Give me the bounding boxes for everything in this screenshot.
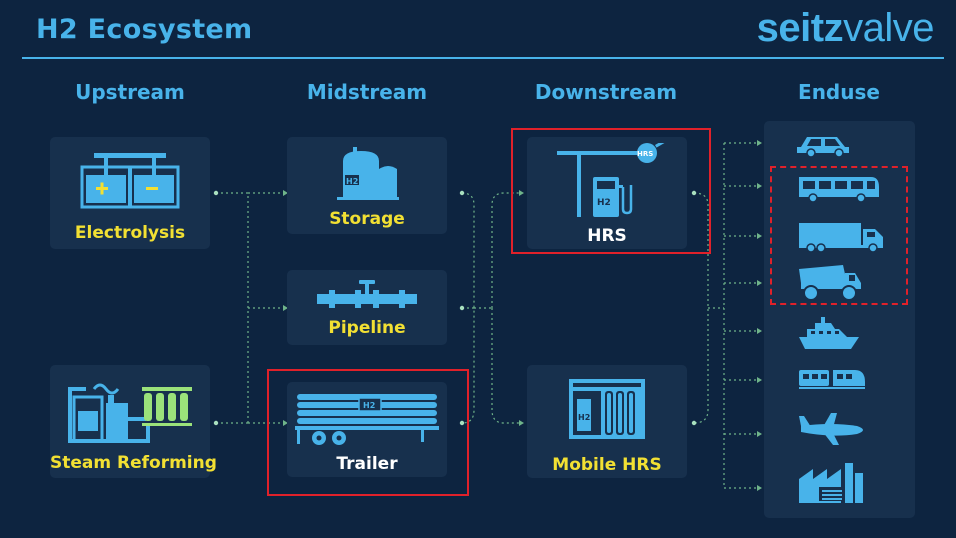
truck-icon (799, 223, 883, 253)
pipeline-icon (317, 280, 417, 308)
trailer-h2-text: H2 (363, 401, 375, 410)
hrs-sign-text: HRS (637, 150, 653, 158)
logo-bold-text: seitz (756, 6, 844, 50)
airplane-icon (799, 413, 863, 445)
node-storage: H2 Storage (287, 137, 447, 234)
storage-h2-text: H2 (346, 177, 358, 186)
title-divider (22, 57, 944, 59)
node-pipeline: Pipeline (287, 270, 447, 345)
column-header-downstream: Downstream (534, 80, 678, 104)
page-title: H2 Ecosystem (36, 14, 253, 45)
node-hrs: HRS H2 HRS (527, 137, 687, 249)
steam-reformer-icon (68, 383, 192, 443)
dump-truck-icon (799, 265, 861, 301)
hydrogen-refueling-station-icon: HRS H2 (557, 143, 667, 217)
car-icon (797, 137, 849, 157)
mobile-hrs-container-icon: H2 (569, 379, 645, 439)
node-label-electrolysis: Electrolysis (74, 223, 186, 243)
ship-icon (799, 317, 859, 349)
node-label-hrs: HRS (587, 226, 627, 246)
node-trailer: H2 Trailer (287, 382, 447, 477)
column-header-midstream: Midstream (306, 80, 428, 104)
logo-light-text: valve (843, 6, 934, 50)
node-label-pipeline: Pipeline (328, 318, 406, 338)
highlight-frame-hrs (511, 128, 711, 254)
highlight-frame-road-vehicles (770, 166, 908, 305)
factory-icon (799, 463, 863, 503)
node-electrolysis: Electrolysis (50, 137, 210, 249)
bus-icon (799, 177, 879, 203)
hrs-dispenser-h2-text: H2 (597, 198, 611, 208)
electrolysis-icon (80, 153, 180, 209)
train-icon (799, 370, 865, 389)
node-label-mobile-hrs: Mobile HRS (552, 455, 662, 475)
column-header-enduse: Enduse (798, 80, 880, 104)
node-label-trailer: Trailer (336, 454, 398, 474)
enduse-panel (764, 121, 915, 518)
highlight-frame-trailer (267, 369, 469, 496)
node-mobile-hrs: H2 Mobile HRS (527, 365, 687, 478)
seitzvalve-logo: seitzvalve (756, 6, 935, 51)
column-header-upstream: Upstream (75, 80, 185, 104)
node-label-storage: Storage (329, 209, 405, 229)
mobile-hrs-h2-text: H2 (578, 413, 590, 422)
node-steam-reforming: Steam Reforming (50, 365, 217, 478)
tube-trailer-icon: H2 (295, 394, 439, 445)
storage-tank-icon: H2 (337, 147, 399, 200)
node-label-steam-reforming: Steam Reforming (50, 453, 217, 473)
